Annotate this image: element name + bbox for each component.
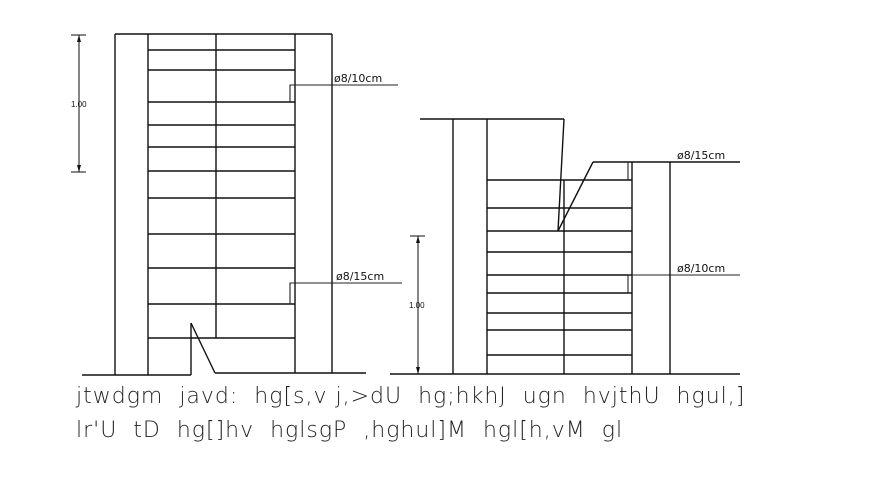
left-dimension-label: 1.00 <box>71 100 87 109</box>
right-section <box>390 118 740 375</box>
caption-line-1: jtwdgm javd: hg[s,v j,>dU hg;hkhJ ugn hv… <box>76 384 746 409</box>
left-section <box>71 33 402 376</box>
right-dimension-label: 1.00 <box>409 301 425 310</box>
right-rebar-upper-label: ø8/15cm <box>677 149 725 162</box>
left-rebar-lower-label: ø8/15cm <box>336 270 384 283</box>
right-rebar-lower-label: ø8/10cm <box>677 262 725 275</box>
left-rebar-upper-label: ø8/10cm <box>334 72 382 85</box>
caption-line-2: lr'U tD hg[]hv hglsgP ,hghul]M hgl[h,vM … <box>76 418 624 443</box>
